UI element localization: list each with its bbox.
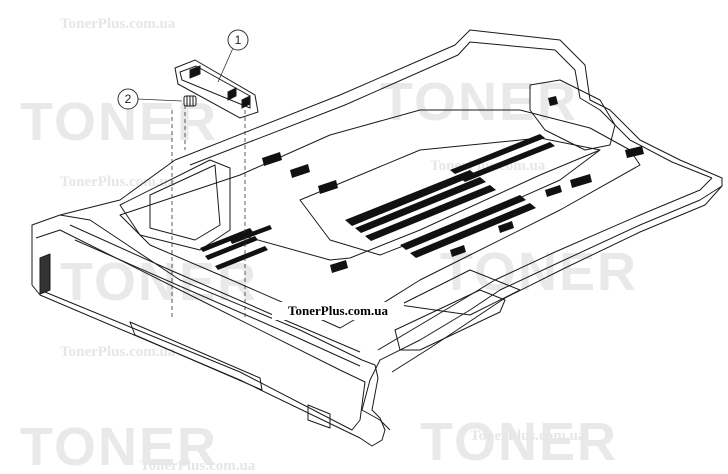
part-guide-bracket (174, 59, 259, 119)
tray-slot-pattern (200, 96, 644, 273)
part-spring (183, 95, 197, 107)
tray-floor (119, 109, 641, 329)
leader-lines (171, 105, 246, 320)
callout-2-circle (117, 88, 139, 110)
tray-front-handle-slot (129, 321, 263, 391)
tray-front-latch (39, 253, 51, 295)
caption-background (272, 302, 404, 320)
paper-tray (31, 29, 723, 447)
watermark-brand: TONER (420, 412, 618, 472)
tray-front-rail-2 (74, 239, 361, 367)
watermark-site: TonerPlus.com.ua (470, 428, 586, 444)
tray-width-guide-left-inner (149, 164, 221, 241)
callout-1-circle (227, 29, 249, 51)
tray-lift-plate (299, 137, 601, 256)
callout-1-number: 1 (235, 33, 242, 47)
tray-side-rail (399, 269, 521, 316)
watermark-layer: TONER TONER TONER TONER TONER TONER Tone… (20, 16, 636, 474)
watermark-site: TonerPlus.com.ua (60, 344, 176, 360)
tray-rear-wall-inner (189, 41, 713, 179)
tray-left-wall (59, 159, 176, 216)
watermark-site: TonerPlus.com.ua (140, 458, 256, 474)
tray-center-divider (239, 149, 601, 261)
tray-front-window (307, 404, 331, 429)
watermark-brand: TONER (380, 72, 578, 132)
watermark-site: TonerPlus.com.ua (60, 174, 176, 190)
tray-front-rail (69, 224, 361, 353)
callout-2-number: 2 (125, 92, 132, 106)
tray-right-rim (377, 177, 713, 351)
tray-right-guide (394, 289, 506, 351)
watermark-brand: TONER (60, 252, 258, 312)
callout-2-leader (136, 98, 183, 102)
tray-rear-guide (529, 79, 616, 151)
tray-right-rim-lower (391, 185, 723, 373)
callout-1-leader (217, 47, 234, 83)
watermark-site: TonerPlus.com.ua (60, 16, 176, 32)
tray-front-face (35, 229, 366, 431)
tray-width-guide-left (119, 159, 231, 251)
caption-site: TonerPlus.com.ua (288, 303, 388, 318)
watermark-brand: TONER (20, 417, 218, 474)
